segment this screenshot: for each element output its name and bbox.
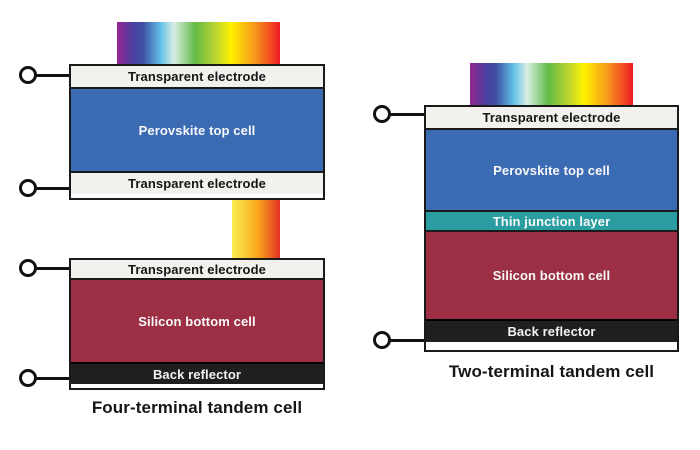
terminal-icon [19,179,37,197]
terminal-lead [36,267,69,270]
two-terminal-cell-unit: Transparent electrode Perovskite top cel… [424,105,679,352]
layer-label: Silicon bottom cell [492,268,611,283]
layer-transparent-electrode: Transparent electrode [71,260,323,278]
terminal-lead [390,113,424,116]
incident-light-spectrum-icon [470,63,633,105]
layer-label: Transparent electrode [128,176,266,191]
incident-light-spectrum-icon [117,22,280,64]
terminal-lead [36,187,69,190]
layer-label: Thin junction layer [492,213,611,229]
layer-thin-junction: Thin junction layer [426,212,677,232]
four-terminal-top-cell-unit: Transparent electrode Perovskite top cel… [69,64,325,200]
two-terminal-caption: Two-terminal tandem cell [448,362,655,381]
four-terminal-caption: Four-terminal tandem cell [91,398,303,417]
terminal-icon [19,66,37,84]
layer-label: Transparent electrode [128,69,266,84]
layer-label: Silicon bottom cell [138,313,256,329]
layer-transparent-electrode: Transparent electrode [71,173,323,194]
terminal-lead [36,377,69,380]
layer-label: Back reflector [507,324,596,339]
layer-label: Transparent electrode [128,261,266,277]
terminal-icon [19,369,37,387]
layer-back-reflector: Back reflector [426,319,677,342]
layer-perovskite-top-cell: Perovskite top cell [426,128,677,212]
layer-label: Transparent electrode [482,110,621,125]
layer-label: Back reflector [152,366,242,382]
layer-silicon-bottom-cell: Silicon bottom cell [426,232,677,319]
terminal-lead [36,74,69,77]
layer-label: Perovskite top cell [493,162,610,178]
layer-transparent-electrode: Transparent electrode [426,107,677,128]
transmitted-light-beam-icon [232,200,280,258]
layer-perovskite-top-cell: Perovskite top cell [71,87,323,173]
layer-silicon-bottom-cell: Silicon bottom cell [71,278,323,362]
four-terminal-bottom-cell-unit: Transparent electrode Silicon bottom cel… [69,258,325,390]
layer-transparent-electrode: Transparent electrode [71,66,323,87]
terminal-icon [19,259,37,277]
layer-back-reflector: Back reflector [71,362,323,384]
terminal-icon [373,105,391,123]
layer-label: Perovskite top cell [138,122,256,138]
terminal-icon [373,331,391,349]
terminal-lead [390,339,424,342]
